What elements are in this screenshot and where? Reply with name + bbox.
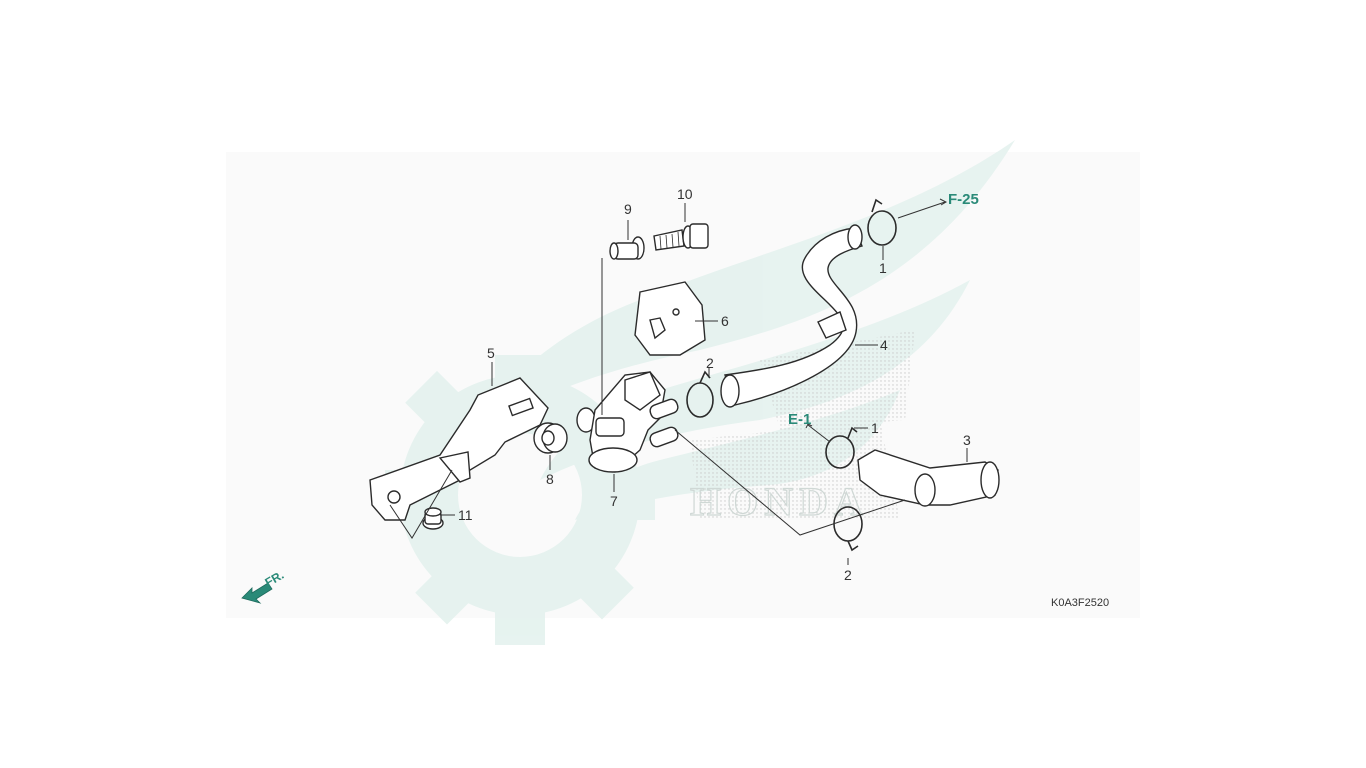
callout-3: 3 [963,432,971,448]
callout-4: 4 [880,337,888,353]
part-5-bracket[interactable] [369,377,549,521]
hatch-area-lower [690,420,900,520]
callout-2-upper: 2 [706,355,714,371]
clamp-2-upper[interactable] [686,370,714,418]
part-9-collar[interactable] [609,236,645,260]
callout-10: 10 [677,186,693,202]
callout-2-lower: 2 [844,567,852,583]
callout-1-lower: 1 [871,420,879,436]
front-arrow-icon [241,582,273,604]
part-3-hose[interactable] [857,449,1000,507]
part-6-cover[interactable] [634,281,706,356]
callout-8: 8 [546,471,554,487]
clamp-1-upper[interactable] [867,198,897,246]
callout-1-upper: 1 [879,260,887,276]
part-7-valve[interactable] [576,371,680,473]
callout-11: 11 [458,507,473,523]
callout-7: 7 [610,493,618,509]
leader-lines [389,198,968,565]
callout-6: 6 [721,313,729,329]
part-4-hose[interactable] [720,224,863,408]
callout-9: 9 [624,201,632,217]
diagram-code: K0A3F2520 [1051,597,1109,609]
part-11-bolt[interactable] [422,507,444,530]
clamp-1-lower[interactable] [825,426,858,469]
part-10-bolt[interactable] [653,223,709,251]
hatch-area-upper [760,330,915,430]
part-8-grommet[interactable] [533,422,568,454]
callout-5: 5 [487,345,495,361]
reference-e1[interactable]: E-1 [788,411,811,428]
reference-f25[interactable]: F-25 [948,191,979,208]
